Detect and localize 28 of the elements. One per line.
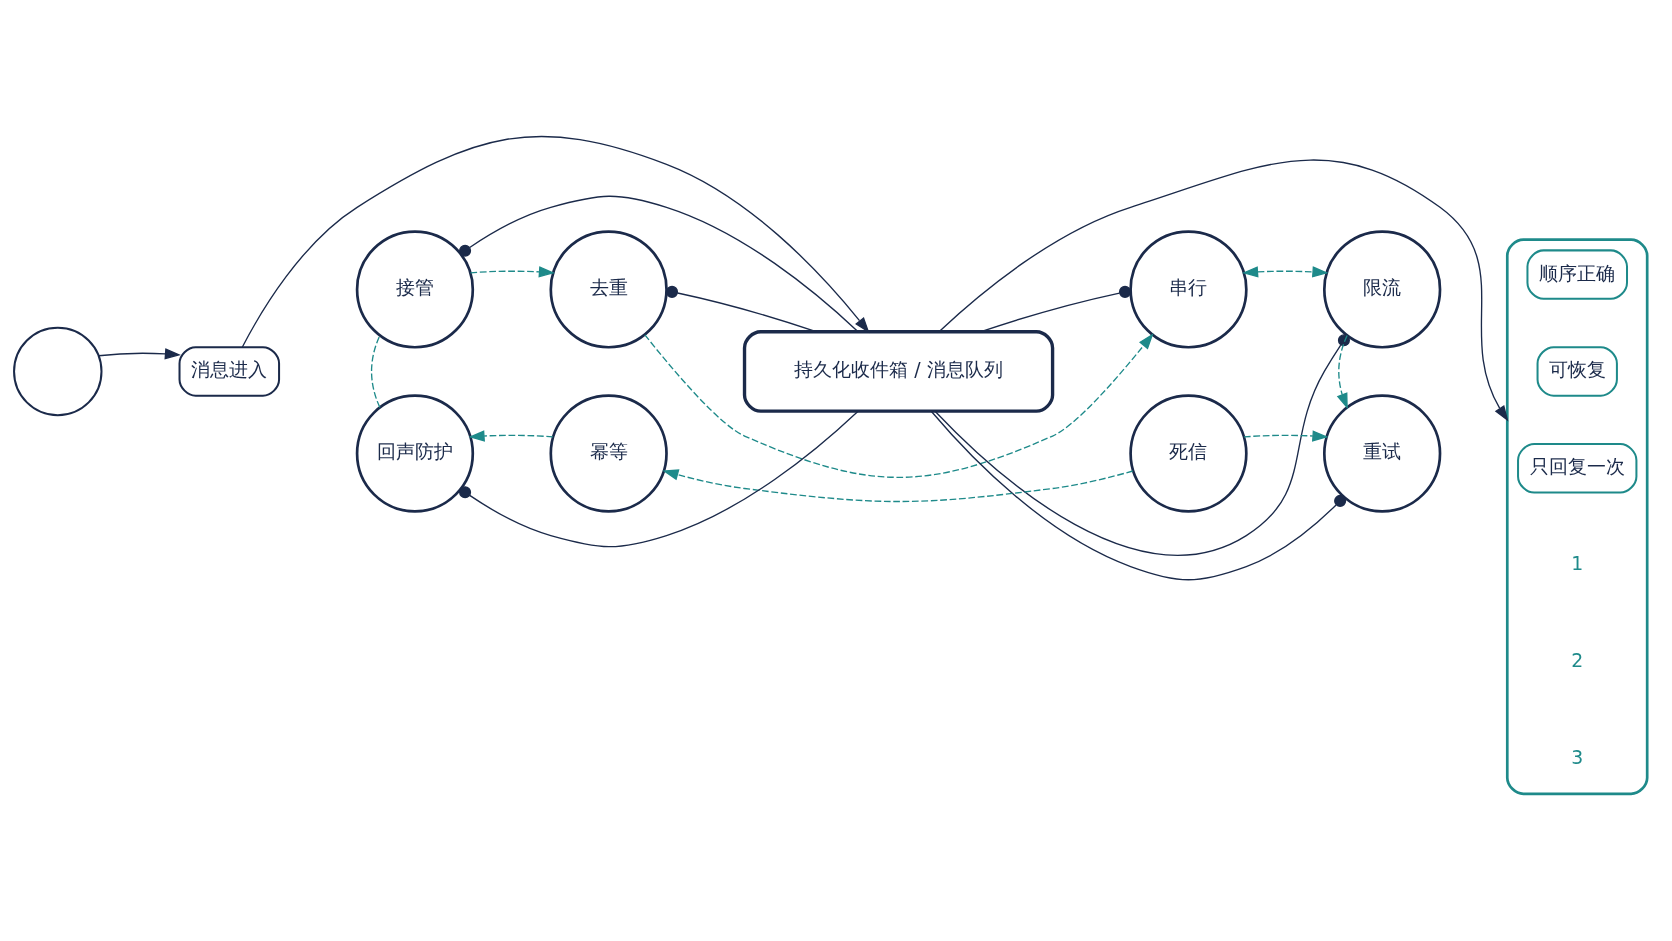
node-box: 消息进入 bbox=[178, 346, 281, 397]
node-circle: 去重 bbox=[549, 230, 668, 349]
cluster bbox=[1505, 238, 1649, 796]
node-circle: 死信 bbox=[1129, 394, 1248, 513]
node-circle: 幂等 bbox=[549, 394, 668, 513]
connector bbox=[930, 410, 1347, 581]
connector bbox=[980, 285, 1132, 333]
arrow bbox=[241, 136, 870, 348]
arrow bbox=[469, 266, 555, 278]
label: 2 bbox=[1571, 650, 1584, 671]
label: 1 bbox=[1571, 553, 1584, 575]
connector bbox=[459, 195, 859, 333]
arrow bbox=[98, 348, 181, 360]
arrow bbox=[938, 159, 1509, 422]
connector bbox=[370, 334, 381, 409]
node-person bbox=[13, 326, 103, 417]
node-box: 只回复一次 bbox=[1517, 443, 1638, 494]
arrow bbox=[644, 333, 1154, 479]
label: 3 bbox=[1571, 746, 1584, 768]
arrow bbox=[662, 469, 1134, 503]
connector bbox=[665, 285, 817, 333]
arrow bbox=[468, 430, 554, 442]
node-box: 持久化收件箱 / 消息队列 bbox=[742, 330, 1055, 413]
arrow bbox=[1242, 266, 1329, 278]
node-box: 可恢复 bbox=[1536, 346, 1618, 397]
node-box: 顺序正确 bbox=[1526, 249, 1628, 300]
arrow bbox=[1243, 430, 1329, 442]
connector bbox=[459, 410, 859, 548]
